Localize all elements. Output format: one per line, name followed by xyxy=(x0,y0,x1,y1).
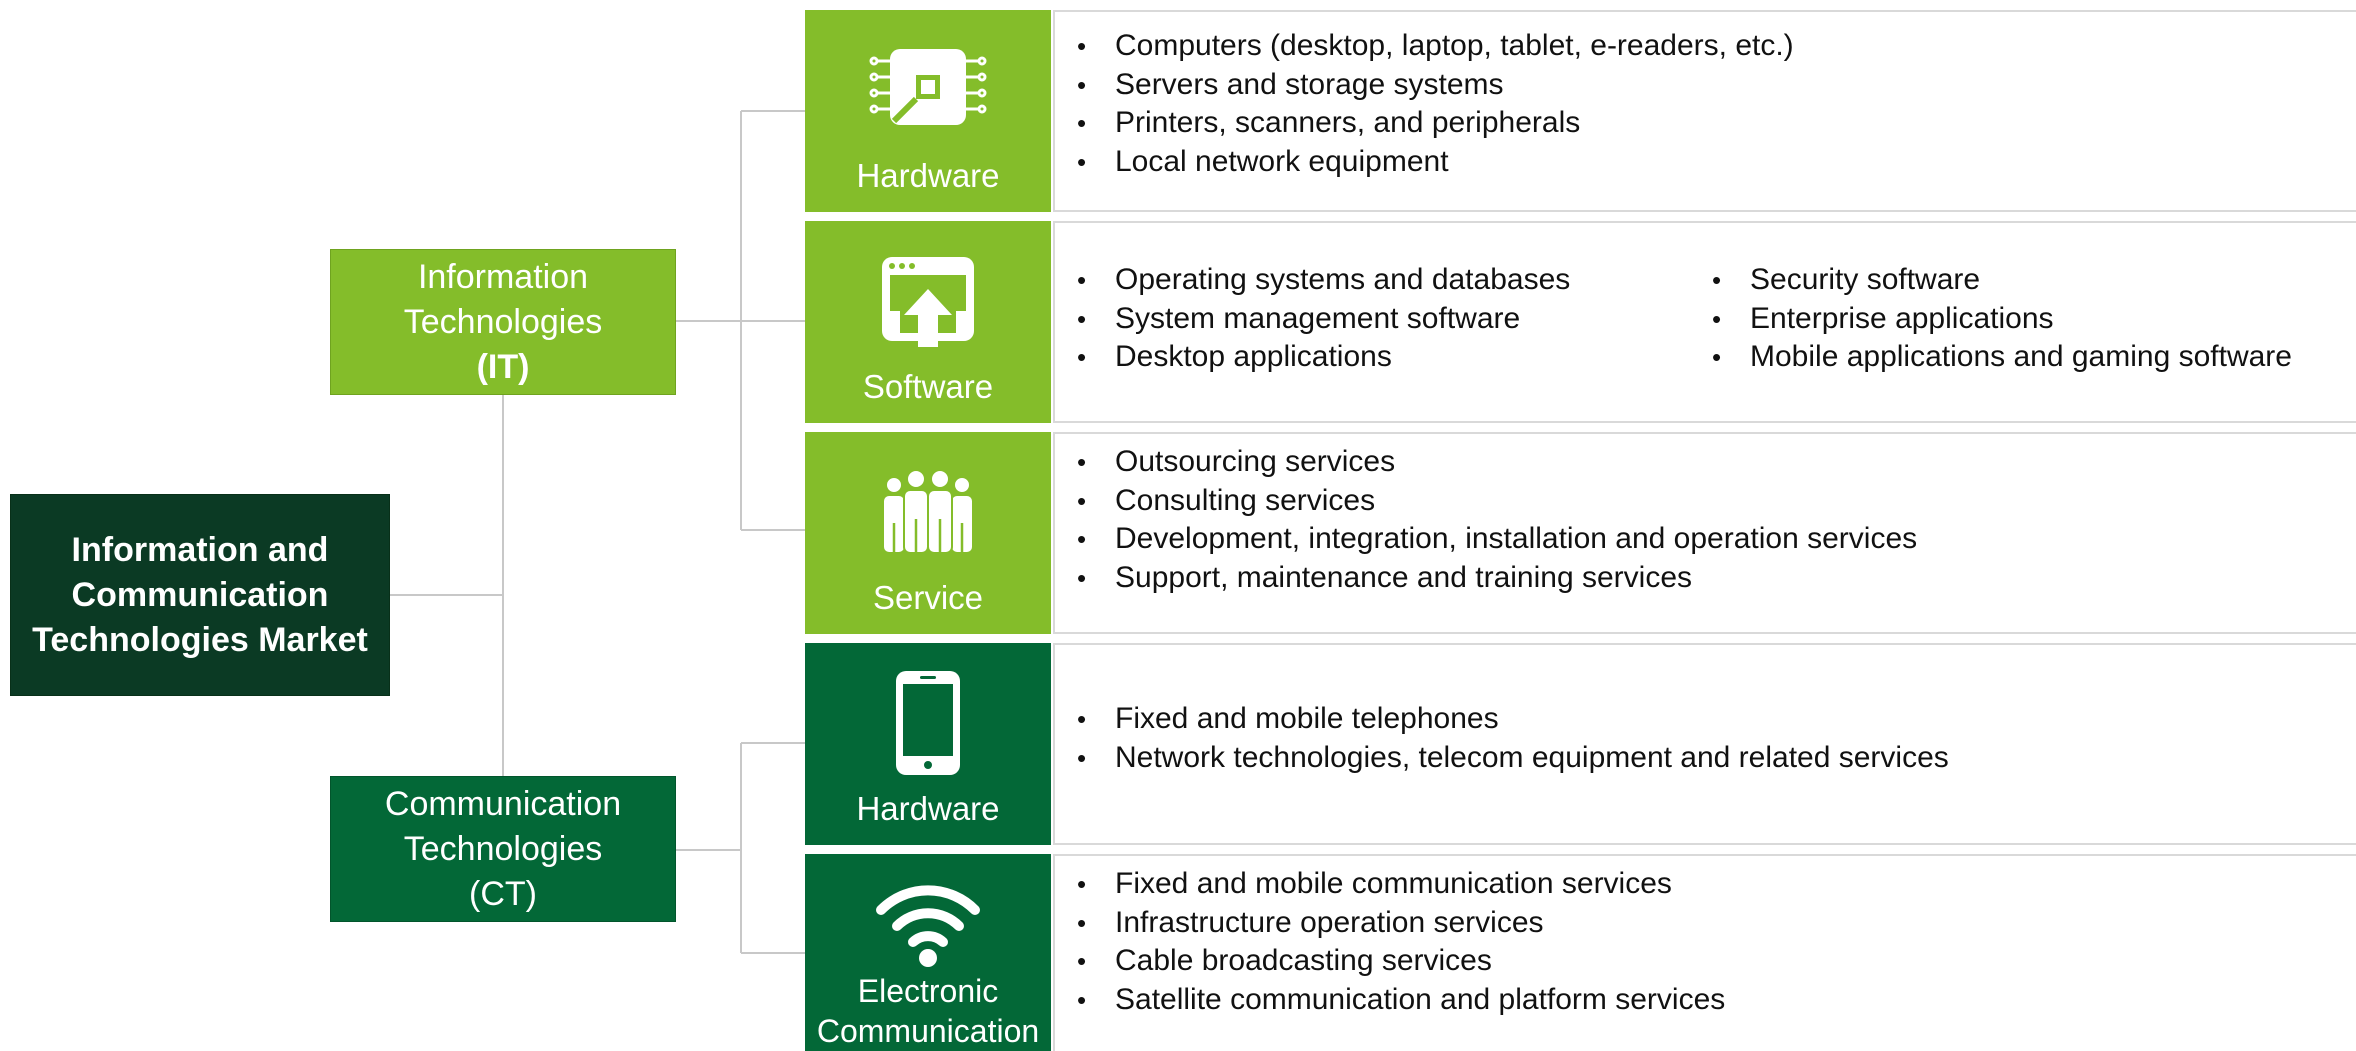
root-title-line3: Technologies Market xyxy=(32,620,368,659)
content-it-hardware: Computers (desktop, laptop, tablet, e-re… xyxy=(1053,10,2356,212)
root-title-line1: Information and xyxy=(71,530,329,569)
category-label: Service xyxy=(872,579,984,616)
content-it-service: Outsourcing services Consulting services… xyxy=(1053,432,2356,634)
content-it-software: Operating systems and databases System m… xyxy=(1053,221,2356,423)
upload-window-icon xyxy=(878,251,978,351)
category-it-hardware: Hardware xyxy=(805,10,1051,212)
root-title-line2: Communication xyxy=(71,575,329,614)
category-label: Software xyxy=(862,368,994,405)
list-item: Cable broadcasting services xyxy=(1055,942,1725,981)
list-item: Mobile applications and gaming software xyxy=(1690,338,2292,377)
category-ct-electronic-communication: Electronic Communication xyxy=(805,854,1051,1051)
category-label: Hardware xyxy=(856,157,1000,194)
chip-icon xyxy=(868,40,988,140)
content-ct-electronic-communication: Fixed and mobile communication services … xyxy=(1053,854,2356,1051)
list-item: Security software xyxy=(1690,261,2292,300)
category-label: Hardware xyxy=(856,790,1000,827)
list-item: Printers, scanners, and peripherals xyxy=(1055,104,1794,143)
list-item: Satellite communication and platform ser… xyxy=(1055,981,1725,1020)
category-label-line2: Communication xyxy=(816,1013,1040,1049)
list-item: Consulting services xyxy=(1055,482,1917,521)
list-item: Computers (desktop, laptop, tablet, e-re… xyxy=(1055,27,1794,66)
list-item: Fixed and mobile telephones xyxy=(1055,700,1949,739)
list-item: Fixed and mobile communication services xyxy=(1055,865,1725,904)
category-it-software: Software xyxy=(805,221,1051,423)
it-title-line3: (IT) xyxy=(476,347,530,386)
node-communication-technologies: Communication Technologies (CT) xyxy=(330,776,676,922)
list-item: Operating systems and databases xyxy=(1055,261,1570,300)
smartphone-icon xyxy=(893,671,963,775)
wifi-icon xyxy=(873,878,983,971)
category-it-service: Service xyxy=(805,432,1051,634)
list-item: Development, integration, installation a… xyxy=(1055,520,1917,559)
list-item: Outsourcing services xyxy=(1055,443,1917,482)
it-title-line1: Information xyxy=(417,257,589,296)
ct-title-line2: Technologies xyxy=(403,829,603,868)
list-item: System management software xyxy=(1055,300,1570,339)
list-item: Local network equipment xyxy=(1055,143,1794,182)
ct-title-line3: (CT) xyxy=(469,874,537,913)
it-title-line2: Technologies xyxy=(403,302,603,341)
people-icon xyxy=(878,462,978,562)
list-item: Support, maintenance and training servic… xyxy=(1055,559,1917,598)
category-ct-hardware: Hardware xyxy=(805,643,1051,845)
list-item: Enterprise applications xyxy=(1690,300,2292,339)
root-node-ict-market: Information and Communication Technologi… xyxy=(10,494,390,696)
list-item: Network technologies, telecom equipment … xyxy=(1055,739,1949,778)
node-information-technologies: Information Technologies (IT) xyxy=(330,249,676,395)
content-ct-hardware: Fixed and mobile telephones Network tech… xyxy=(1053,643,2356,845)
ct-title-line1: Communication xyxy=(384,784,622,823)
list-item: Servers and storage systems xyxy=(1055,66,1794,105)
category-label-line1: Electronic xyxy=(857,973,999,1009)
list-item: Desktop applications xyxy=(1055,338,1570,377)
list-item: Infrastructure operation services xyxy=(1055,904,1725,943)
